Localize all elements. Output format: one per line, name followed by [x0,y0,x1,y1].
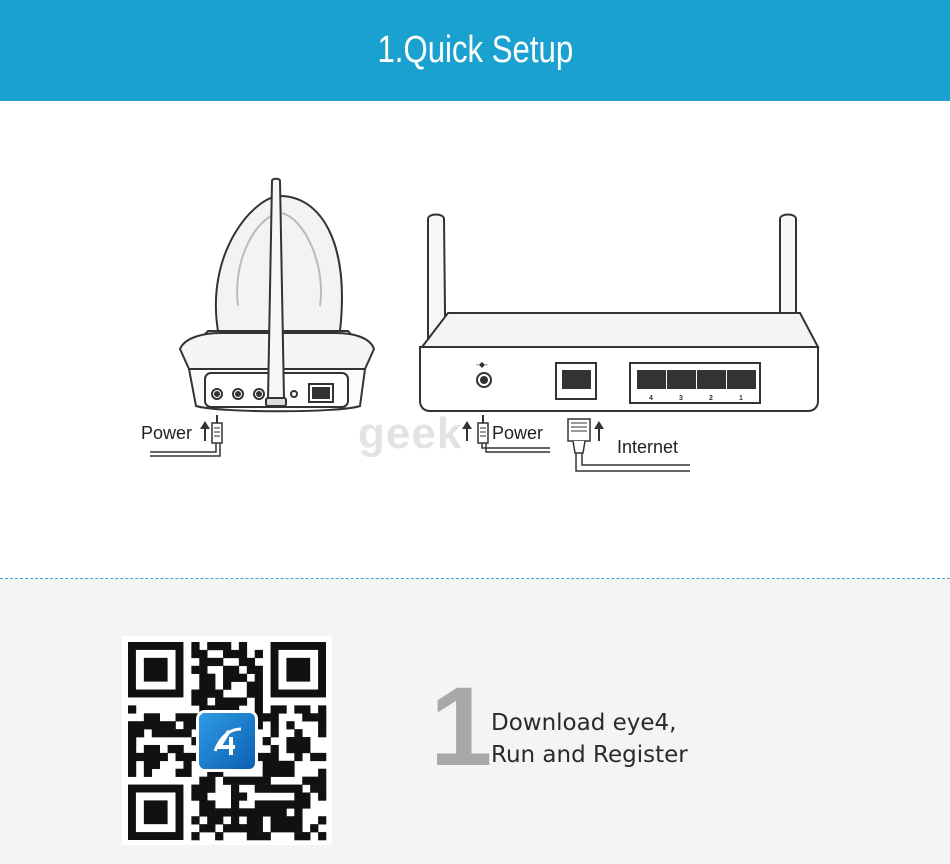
setup-diagram: geek [0,101,950,578]
step-line-2: Run and Register [491,742,688,768]
internet-label: Internet [617,437,679,457]
camera-power-label: Power [141,423,193,443]
lan-port-label-3: 3 [679,395,683,402]
ip-camera-illustration [150,177,376,457]
router-illustration: -◆- [419,213,820,472]
section-divider [0,578,950,579]
watermark-logo: geek [358,409,463,458]
lan-port-label-2: 2 [709,395,713,402]
router-power-label: Power [492,423,544,443]
step-line-1: Download eye4, [491,710,677,736]
step-instructions: Download eye4, Run and Register [491,707,688,771]
lan-port-label-4: 4 [649,395,653,402]
eye4-app-icon [199,713,255,769]
step-number: 1 [430,664,493,789]
qr-code[interactable] [122,636,332,845]
page-title: 1.Quick Setup [377,29,573,71]
lan-port-label-1: 1 [739,395,743,402]
header-banner: 1.Quick Setup [0,0,950,101]
step-section: 1 Download eye4, Run and Register [0,579,950,864]
setup-illustration: -◆- [150,177,820,472]
svg-text:-◆-: -◆- [476,360,488,369]
qr-code-pattern [128,642,327,841]
